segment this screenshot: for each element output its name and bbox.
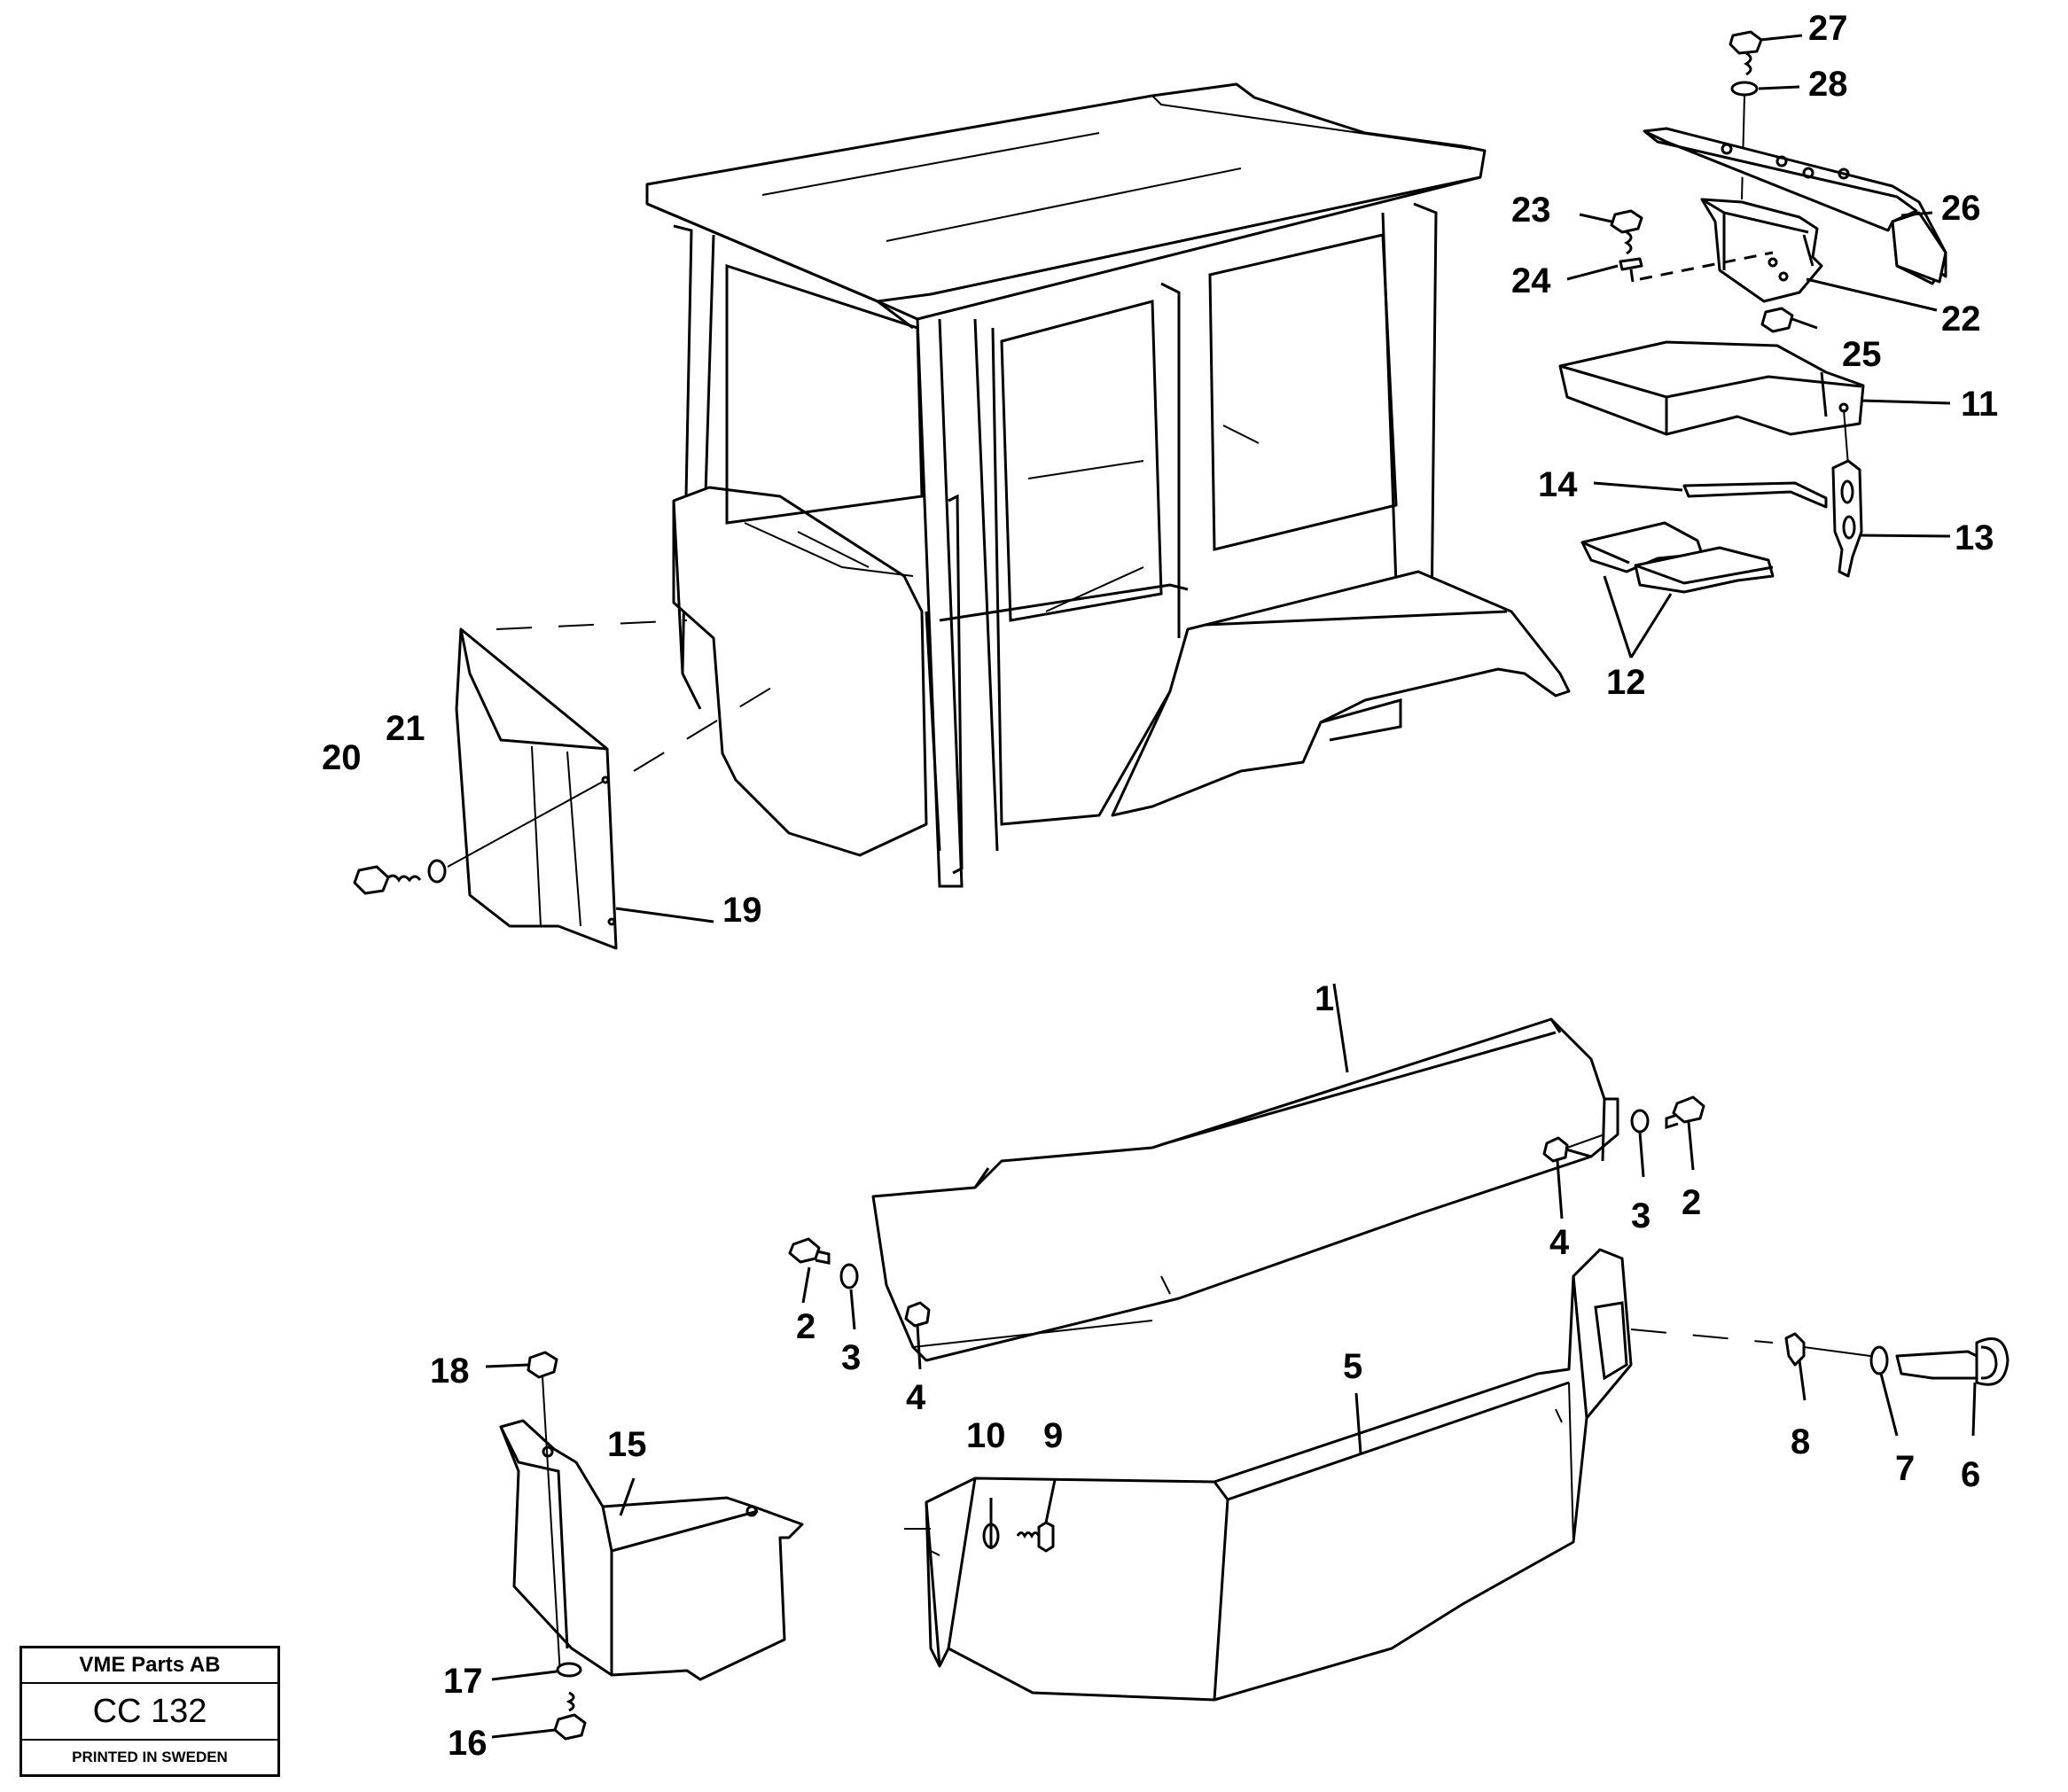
callout-13: 13 <box>1955 518 1994 557</box>
callout-18: 18 <box>430 1352 470 1391</box>
callout-11: 11 <box>1961 385 1998 424</box>
callout-10: 10 <box>966 1416 1006 1455</box>
callout-3-left: 3 <box>841 1338 861 1377</box>
callout-2-right: 2 <box>1682 1183 1701 1222</box>
callout-3-right: 3 <box>1631 1196 1650 1235</box>
callout-7: 7 <box>1895 1449 1915 1488</box>
cab-assembly <box>496 82 1571 888</box>
callout-15: 15 <box>607 1425 647 1464</box>
callout-6: 6 <box>1961 1455 1980 1494</box>
printed-note: PRINTED IN SWEDEN <box>72 1749 228 1765</box>
callout-5: 5 <box>1343 1347 1362 1386</box>
callout-24: 24 <box>1511 261 1551 300</box>
callout-17: 17 <box>443 1662 483 1701</box>
leader-lines <box>485 34 1977 1739</box>
callout-28: 28 <box>1808 65 1848 104</box>
callout-labels: 27 28 26 23 24 22 25 11 14 13 12 20 21 1… <box>322 9 1998 1763</box>
guard-1-hardware <box>788 1095 1705 1328</box>
callout-2-left: 2 <box>796 1307 815 1346</box>
callout-25: 25 <box>1842 335 1882 374</box>
callout-9: 9 <box>1043 1416 1063 1455</box>
side-panel-19 <box>353 627 618 950</box>
washer-21 <box>427 781 604 884</box>
guard-5 <box>904 1248 1774 1702</box>
callout-1: 1 <box>1315 979 1334 1018</box>
callout-8: 8 <box>1791 1422 1810 1461</box>
company-name: VME Parts AB <box>22 1648 277 1684</box>
callout-20: 20 <box>322 738 362 777</box>
callout-22: 22 <box>1941 300 1981 339</box>
callout-4-right: 4 <box>1549 1223 1570 1262</box>
callout-14: 14 <box>1538 465 1578 504</box>
drawing-code: CC 132 <box>22 1684 277 1741</box>
bolt-20 <box>353 865 422 895</box>
bracket-15 <box>499 1351 804 1741</box>
callout-4-left: 4 <box>906 1378 926 1417</box>
bracket-assembly <box>1558 30 1947 594</box>
callout-23: 23 <box>1511 191 1551 230</box>
callout-21: 21 <box>386 709 425 748</box>
callout-12: 12 <box>1606 663 1646 702</box>
title-block: VME Parts AB CC 132 PRINTED IN SWEDEN <box>20 1646 280 1777</box>
callout-19: 19 <box>722 891 762 930</box>
callout-16: 16 <box>448 1724 488 1763</box>
guard-5-hardware <box>982 1332 2009 1553</box>
callout-27: 27 <box>1808 9 1848 48</box>
callout-26: 26 <box>1941 189 1981 228</box>
guard-1 <box>871 1017 1619 1362</box>
